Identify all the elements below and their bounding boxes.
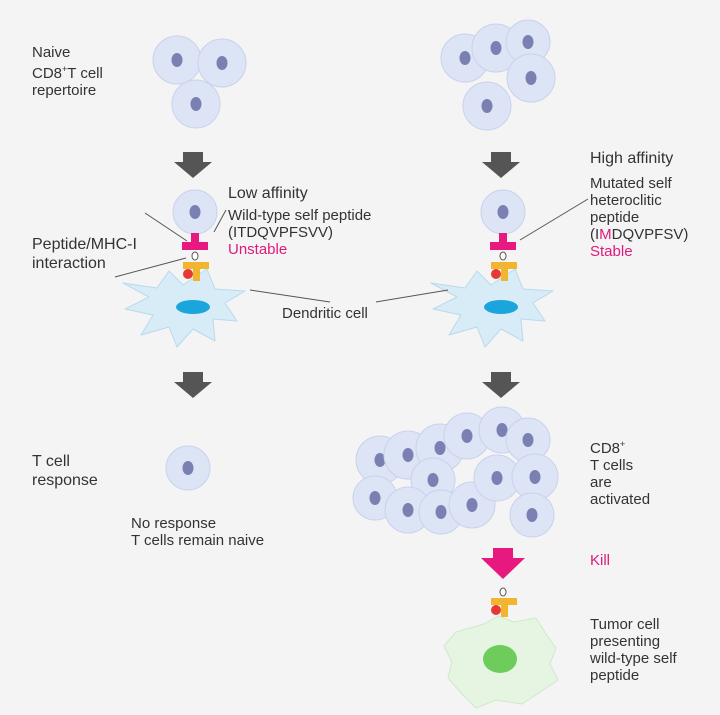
t-cell [509, 492, 555, 538]
label-line: T cells remain naive [131, 532, 265, 549]
right-naive-tcell-group [440, 19, 556, 131]
label-line: Peptide/MHC-I [32, 236, 137, 253]
left-interacting-tcell [172, 189, 218, 235]
label-line: activated [590, 491, 651, 508]
t-cell [384, 486, 432, 534]
label-line: presenting [590, 633, 661, 650]
tumor-peptide-complex [491, 587, 517, 617]
naive-tcell-no-response [165, 445, 211, 491]
activated-tcell-cluster [352, 406, 559, 538]
wild-type-peptide-label: Wild-type self peptide (ITDQVPFSVV) Unst… [228, 207, 371, 258]
high-affinity-label: High affinity [590, 150, 674, 167]
label-line: T cells [590, 457, 634, 474]
label-line: wild-type self [590, 650, 677, 667]
cd8-text: CD8 [590, 440, 621, 457]
label-line: CD8+ [590, 436, 650, 457]
down-arrow-left-1 [174, 152, 212, 178]
peptide-sequence: (IMDQVPFSV) [590, 226, 688, 243]
seq-rest: DQVPFSV) [611, 226, 689, 243]
t-cell [197, 38, 247, 88]
peptide-right-stable [499, 251, 507, 261]
t-cell [462, 81, 512, 131]
tcell-text: T cell [67, 65, 103, 82]
label-line: Mutated self [590, 175, 672, 192]
left-tcr-mhc-complex [182, 233, 209, 281]
cd8-activated-label: CD8+ T cells are activated [590, 436, 650, 508]
label-line: peptide [590, 209, 640, 226]
label-line: peptide [590, 667, 640, 684]
cd8-text: CD8 [32, 65, 63, 82]
naive-repertoire-label: Naive CD8+T cell repertoire [32, 44, 103, 99]
mutated-residue: M [599, 226, 612, 243]
peptide-tumor [499, 587, 507, 597]
label-line: are [590, 474, 612, 491]
right-interacting-tcell [480, 189, 526, 235]
kill-arrow [481, 548, 525, 579]
t-cell [506, 53, 556, 103]
label-line: response [32, 472, 98, 489]
low-affinity-label: Low affinity [228, 185, 308, 202]
superscript-plus: + [620, 439, 626, 449]
left-dendritic-cell [122, 268, 246, 348]
down-arrow-right-1 [482, 152, 520, 178]
label-line: (ITDQVPFSVV) [228, 224, 334, 241]
tcell-response-label: T cell response [32, 452, 98, 490]
label-line: Naive [32, 44, 71, 61]
superscript-plus: + [62, 64, 68, 74]
label-line: Wild-type self peptide [228, 207, 372, 224]
label-line: heteroclitic [590, 192, 662, 209]
label-line: Tumor cell [590, 616, 660, 633]
label-line: No response [131, 515, 217, 532]
down-arrow-left-2 [174, 372, 212, 398]
kill-label: Kill [590, 552, 611, 569]
label-line: CD8+T cell [32, 61, 103, 82]
t-cell [152, 35, 202, 85]
unstable-label: Unstable [228, 241, 288, 258]
label-line: repertoire [32, 82, 97, 99]
tumor-cell [443, 615, 559, 709]
dendritic-cell-label: Dendritic cell [282, 305, 368, 322]
label-line: T cell [32, 453, 70, 470]
peptide-left-unstable [191, 251, 199, 261]
tumor-cell-label: Tumor cell presenting wild-type self pep… [590, 616, 677, 684]
t-cell [505, 19, 551, 65]
stable-label: Stable [590, 243, 633, 260]
t-cell [511, 453, 559, 501]
seq-open: (I [590, 226, 600, 243]
peptide-mhc-interaction-label: Peptide/MHC-I interaction [32, 235, 137, 273]
no-response-label: No response T cells remain naive [131, 515, 264, 549]
label-line: interaction [32, 255, 106, 272]
right-dendritic-cell [430, 268, 554, 348]
right-tcr-mhc-complex [490, 233, 517, 281]
mutated-peptide-label: Mutated self heteroclitic peptide (IMDQV… [590, 175, 688, 260]
left-naive-tcell-group [152, 35, 247, 129]
t-cell [171, 79, 221, 129]
leader-lines [114, 198, 589, 303]
down-arrow-right-2 [482, 372, 520, 398]
